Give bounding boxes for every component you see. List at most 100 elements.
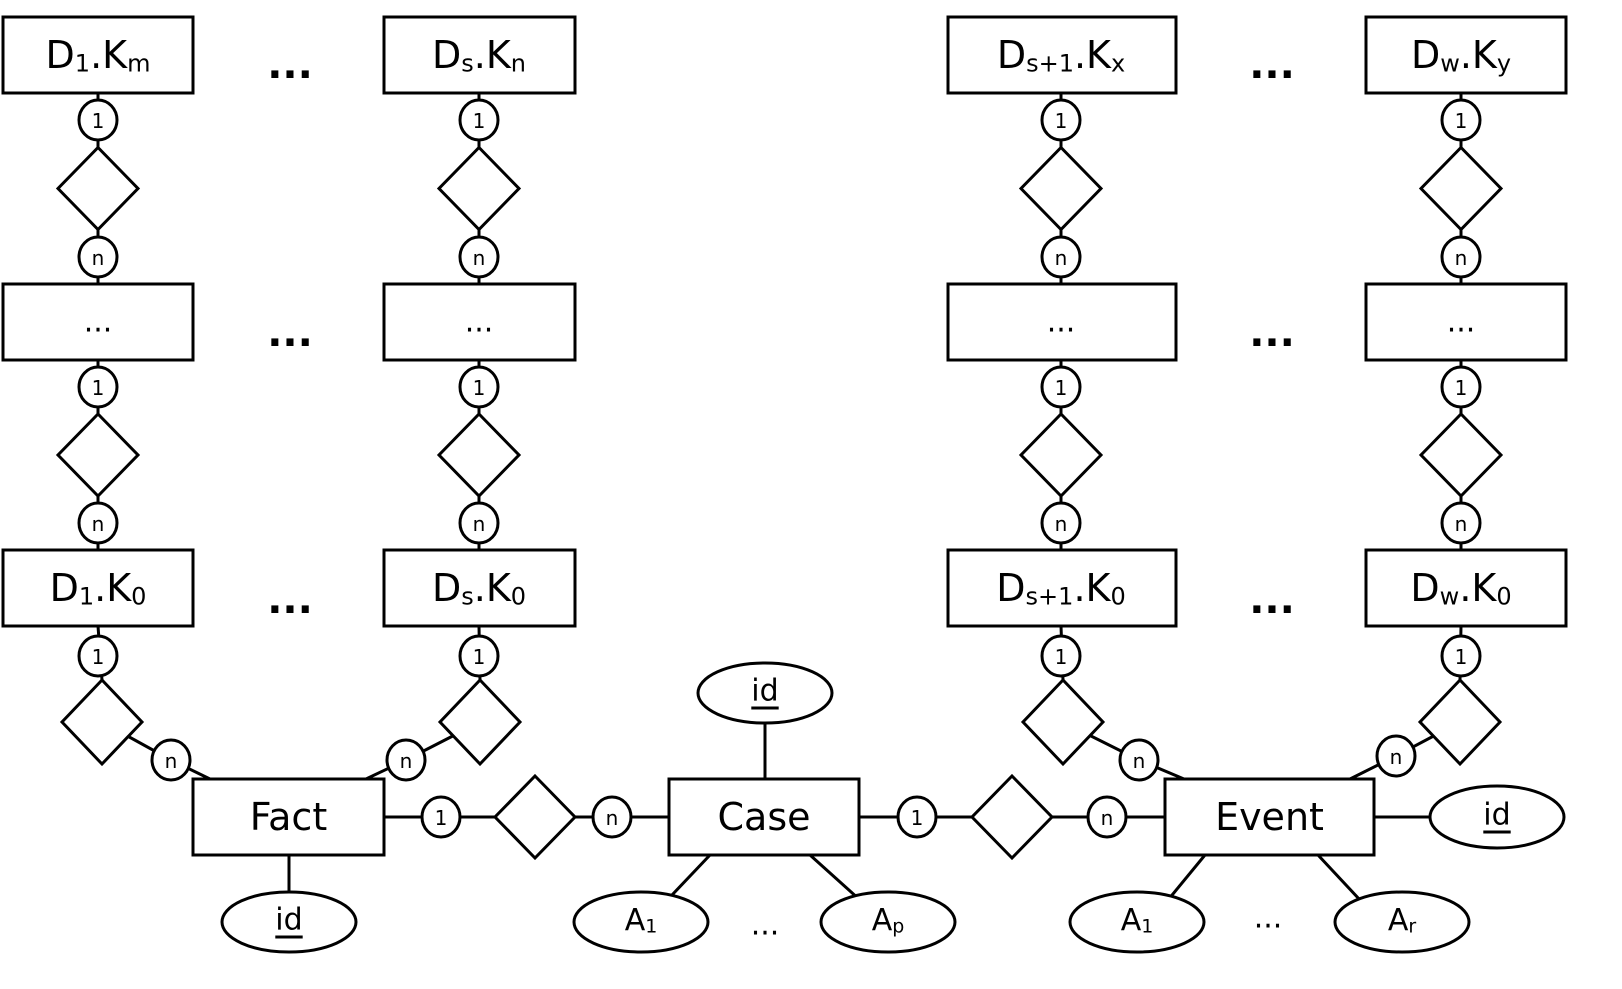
label-part: .K <box>1460 33 1498 77</box>
cardinality-label: 1 <box>1455 645 1468 669</box>
cardinality-label: n <box>473 246 486 270</box>
level-relationship-diamond <box>1418 145 1504 232</box>
event-attribute-ar-label: Ar <box>1388 903 1417 938</box>
subscript: x <box>1111 49 1125 77</box>
dimension-level-base-ds <box>382 548 577 628</box>
entity-case-label: Case <box>718 795 811 839</box>
cardinality-one <box>1040 98 1082 142</box>
dimension-level-top-ds <box>382 15 577 95</box>
subscript: y <box>1497 49 1511 77</box>
dimension-level-top-label: Ds+1.Kx <box>997 33 1125 77</box>
chain-gap-ellipsis: ... <box>267 577 313 623</box>
label-part: D <box>46 33 75 77</box>
cardinality-many <box>1086 795 1128 839</box>
fact-id-label: id <box>275 903 302 938</box>
case-event-relationship-diamond <box>969 773 1055 861</box>
base-to-core-relationship-diamond <box>1417 677 1503 767</box>
base-to-core-relationship-diamond <box>437 677 523 767</box>
subscript: 0 <box>1110 582 1125 610</box>
cardinality-label: n <box>1133 749 1146 773</box>
dimension-level-top-d1 <box>1 15 195 95</box>
label-part: D <box>996 566 1025 610</box>
dimension-level-top-label: Ds.Kn <box>432 33 526 77</box>
level-relationship-diamond <box>55 411 141 499</box>
cardinality-label: 1 <box>1455 109 1468 133</box>
chain-gap-ellipsis: ... <box>1249 42 1295 88</box>
dimension-level-middle-ds <box>382 282 577 362</box>
subscript: s+1 <box>1026 49 1074 77</box>
dimension-level-base-ds1 <box>946 548 1178 628</box>
cardinality-many <box>1040 501 1082 545</box>
cardinality-label: 1 <box>911 806 924 830</box>
chain-gap-ellipsis: ... <box>1249 577 1295 623</box>
dimension-level-middle-d1 <box>1 282 195 362</box>
subscript: 0 <box>131 582 146 610</box>
cardinality-label: n <box>92 246 105 270</box>
label-part: D <box>1410 566 1439 610</box>
cardinality-label: n <box>400 749 413 773</box>
diagram-shapes: D1.Km...D1.K01n1nDs.Kn...Ds.K01n1nDs+1.K… <box>1 15 1568 954</box>
base-to-core-relationship-diamond <box>59 677 145 767</box>
label-part: .K <box>474 33 512 77</box>
cardinality-label: 1 <box>92 376 105 400</box>
cardinality-label: n <box>1455 512 1468 536</box>
cardinality-label: n <box>1101 806 1114 830</box>
entity-event <box>1163 777 1376 857</box>
base-to-core-relationship-diamond <box>1020 677 1106 767</box>
level-relationship-diamond <box>1018 145 1104 232</box>
level-relationship-diamond <box>1418 411 1504 499</box>
cardinality-one <box>77 98 119 142</box>
cardinality-label: 1 <box>1055 376 1068 400</box>
subscript: 1 <box>75 49 90 77</box>
entity-case <box>667 777 861 857</box>
cardinality-many <box>385 738 427 782</box>
label-part: D <box>1411 33 1440 77</box>
case-id-label: id <box>751 674 778 709</box>
dimension-level-middle-label: ... <box>1447 305 1476 340</box>
label-part: .K <box>1459 566 1497 610</box>
cardinality-one <box>458 98 500 142</box>
cardinality-label: 1 <box>435 806 448 830</box>
subscript: r <box>1408 916 1416 938</box>
case-attribute-ap <box>819 890 957 954</box>
cardinality-many <box>1040 235 1082 279</box>
entity-fact <box>191 777 386 857</box>
label-part: D <box>997 33 1026 77</box>
level-relationship-diamond <box>55 145 141 232</box>
case-attribute-ap-label: Ap <box>872 903 905 938</box>
cardinality-one <box>1040 365 1082 409</box>
cardinality-one <box>458 365 500 409</box>
dimension-level-middle-dw <box>1364 282 1568 362</box>
cardinality-label: 1 <box>473 645 486 669</box>
label-part: .K <box>1074 33 1112 77</box>
dimension-level-top-label: Dw.Ky <box>1411 33 1511 77</box>
cardinality-one <box>1440 634 1482 678</box>
connector-line <box>1316 853 1362 902</box>
dimension-level-top-label: D1.Km <box>46 33 151 77</box>
cardinality-one <box>420 795 462 839</box>
cardinality-one <box>77 634 119 678</box>
dimension-level-base-label: Ds+1.K0 <box>996 566 1125 610</box>
cardinality-label: 1 <box>473 376 486 400</box>
label-part: .K <box>94 566 132 610</box>
entity-fact-label: Fact <box>250 795 327 839</box>
subscript: s <box>461 582 474 610</box>
cardinality-many <box>1118 738 1160 782</box>
connector-line <box>670 853 712 897</box>
cardinality-many <box>150 738 192 782</box>
cardinality-label: 1 <box>1055 109 1068 133</box>
connector-line <box>808 853 862 902</box>
dimension-level-middle-label: ... <box>1047 305 1076 340</box>
cardinality-label: 1 <box>1055 645 1068 669</box>
cardinality-label: 1 <box>473 109 486 133</box>
cardinality-many <box>458 235 500 279</box>
chain-gap-ellipsis: ... <box>267 310 313 356</box>
subscript: w <box>1440 582 1460 610</box>
subscript: 0 <box>1496 582 1511 610</box>
cardinality-one <box>1440 365 1482 409</box>
cardinality-one <box>458 634 500 678</box>
chain-gap-ellipsis: ... <box>267 42 313 88</box>
subscript: 1 <box>645 916 657 938</box>
subscript: n <box>511 49 526 77</box>
label-part: .K <box>474 566 512 610</box>
